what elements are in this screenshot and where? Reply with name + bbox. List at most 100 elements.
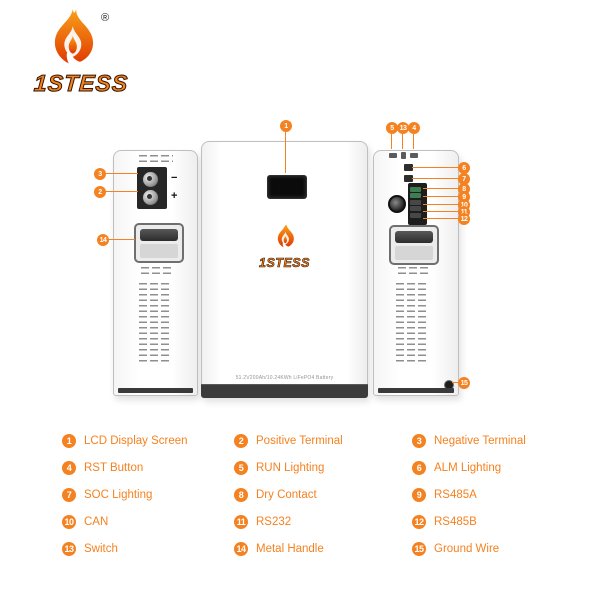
legend-number-badge: 4 xyxy=(62,460,76,475)
comm-port-block xyxy=(408,183,427,225)
run-light xyxy=(389,153,397,158)
legend-number-badge: 10 xyxy=(62,514,76,529)
leader-line xyxy=(391,134,392,149)
legend-label: Positive Terminal xyxy=(256,434,343,447)
legend-number-badge: 1 xyxy=(62,433,76,448)
legend-number-badge: 8 xyxy=(234,487,248,502)
legend-label: RST Button xyxy=(84,461,144,474)
legend-number-badge: 5 xyxy=(234,460,248,475)
round-dial xyxy=(388,195,406,213)
legend-number-badge: 15 xyxy=(412,541,426,556)
callout-12: 12 xyxy=(458,213,470,225)
leader-line xyxy=(402,134,403,149)
rst-button xyxy=(410,153,418,158)
leader-line xyxy=(423,204,458,205)
vent-grid xyxy=(398,267,428,277)
front-brand-block: 1STESS xyxy=(202,224,367,270)
legend-label: SOC Lighting xyxy=(84,488,153,501)
leader-line xyxy=(412,167,458,168)
legend-number-badge: 3 xyxy=(412,433,426,448)
legend-label: CAN xyxy=(84,515,109,528)
legend-number-badge: 13 xyxy=(62,541,76,556)
vent-grid xyxy=(141,267,171,277)
registered-trademark: ® xyxy=(101,12,110,24)
positive-terminal xyxy=(142,189,159,206)
legend-item: 12 RS485B xyxy=(412,514,552,529)
callout-5: 5 xyxy=(386,122,398,134)
legend-number-badge: 6 xyxy=(412,460,426,475)
callout-3: 3 xyxy=(94,168,106,180)
legend-label: RUN Lighting xyxy=(256,461,325,474)
leader-line xyxy=(423,196,458,197)
leader-line xyxy=(106,173,138,174)
brand-flame-icon xyxy=(277,224,294,248)
leader-line xyxy=(423,211,458,212)
legend: 1 LCD Display Screen 2 Positive Terminal… xyxy=(62,433,552,556)
leader-line xyxy=(413,134,414,149)
soc-light xyxy=(404,175,413,182)
handle-grip xyxy=(140,229,178,241)
leader-line xyxy=(423,188,458,189)
battery-side-left-view: − + xyxy=(113,150,198,396)
metal-handle xyxy=(389,225,439,265)
rs485b-port xyxy=(410,212,421,218)
alm-light xyxy=(404,164,413,171)
legend-label: Ground Wire xyxy=(434,542,500,555)
legend-item: 14 Metal Handle xyxy=(234,541,412,556)
battery-front-view: 1STESS 51.2V200Ah/10.24KWh LiFePO4 Batte… xyxy=(201,141,368,398)
callout-4: 4 xyxy=(408,122,420,134)
legend-label: Metal Handle xyxy=(256,542,324,555)
dry-contact-port xyxy=(410,186,421,192)
legend-item: 9 RS485A xyxy=(412,487,552,502)
leader-line xyxy=(412,178,458,179)
leader-line xyxy=(285,131,286,173)
negative-terminal xyxy=(142,171,159,188)
callout-1: 1 xyxy=(280,120,292,132)
brand-logo: ® 1STESS xyxy=(30,6,150,106)
legend-label: Switch xyxy=(84,542,118,555)
legend-number-badge: 12 xyxy=(412,514,426,529)
rs485a-port xyxy=(410,193,421,198)
model-spec-text: 51.2V200Ah/10.24KWh LiFePO4 Battery xyxy=(235,375,334,381)
callout-14: 14 xyxy=(97,234,109,246)
legend-number-badge: 2 xyxy=(234,433,248,448)
vent-grid xyxy=(139,283,171,365)
legend-label: RS232 xyxy=(256,515,292,528)
handle-recess xyxy=(395,246,433,260)
handle-recess xyxy=(140,244,178,258)
negative-sign: − xyxy=(171,172,178,184)
legend-label: LCD Display Screen xyxy=(84,434,188,447)
terminal-box xyxy=(137,167,167,209)
legend-item: 3 Negative Terminal xyxy=(412,433,552,448)
rs232-port xyxy=(410,206,421,211)
legend-item: 6 ALM Lighting xyxy=(412,460,552,475)
callout-7: 7 xyxy=(458,173,470,185)
callout-2: 2 xyxy=(94,186,106,198)
base-foot xyxy=(118,388,193,393)
legend-item: 8 Dry Contact xyxy=(234,487,412,502)
callout-6: 6 xyxy=(458,162,470,174)
front-brand-name: 1STESS xyxy=(259,256,310,271)
metal-handle xyxy=(134,223,184,263)
can-port xyxy=(410,199,421,205)
legend-item: 2 Positive Terminal xyxy=(234,433,412,448)
vent-grid xyxy=(396,283,428,365)
leader-line xyxy=(109,239,135,240)
legend-item: 11 RS232 xyxy=(234,514,412,529)
callout-13: 13 xyxy=(397,122,409,134)
legend-item: 5 RUN Lighting xyxy=(234,460,412,475)
legend-number-badge: 9 xyxy=(412,487,426,502)
brand-flame-icon xyxy=(54,8,94,64)
leader-line xyxy=(423,218,458,219)
vent-grid xyxy=(139,155,173,166)
callout-15: 15 xyxy=(458,377,470,389)
legend-item: 10 CAN xyxy=(62,514,234,529)
legend-label: RS485B xyxy=(434,515,477,528)
battery-side-right-view xyxy=(373,150,459,396)
legend-number-badge: 7 xyxy=(62,487,76,502)
leader-line xyxy=(452,382,459,383)
power-switch xyxy=(401,152,406,159)
legend-item: 7 SOC Lighting xyxy=(62,487,234,502)
legend-label: Dry Contact xyxy=(256,488,317,501)
